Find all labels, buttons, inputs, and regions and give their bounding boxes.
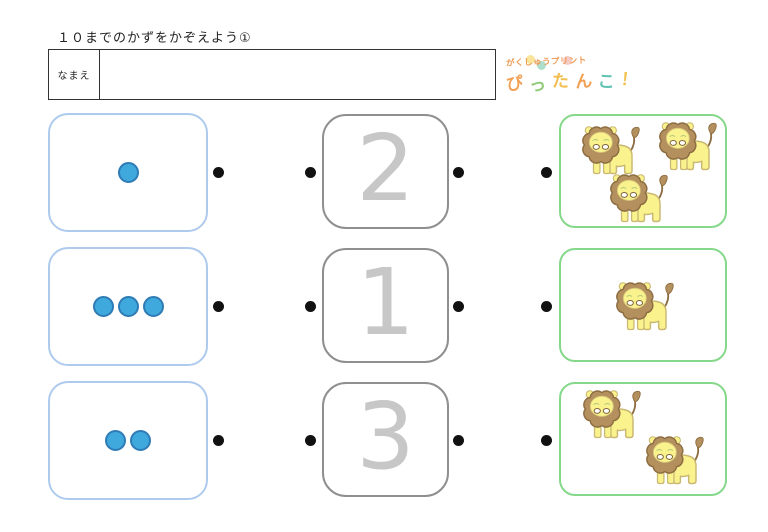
lion-icon: [578, 387, 644, 444]
number-card[interactable]: 2: [322, 114, 449, 229]
logo-char: ！: [619, 69, 639, 92]
number-label: 3: [356, 382, 415, 490]
lion-icon: [605, 171, 671, 228]
lion-icon: [654, 119, 720, 176]
animals-card[interactable]: [559, 114, 727, 228]
animals-card[interactable]: [559, 248, 727, 362]
logo-char: っ: [528, 75, 547, 96]
dot-group: [50, 249, 206, 364]
counting-dot: [117, 162, 139, 183]
logo-blob-yellow: [526, 55, 535, 64]
name-input-area[interactable]: [100, 50, 495, 99]
connector-dot[interactable]: [541, 301, 552, 312]
logo-char: ん: [574, 71, 593, 93]
logo-char: ぴ: [505, 73, 525, 96]
connector-dot[interactable]: [305, 435, 316, 446]
connector-dot[interactable]: [541, 435, 552, 446]
animals-card[interactable]: [559, 382, 727, 496]
dots-card[interactable]: [48, 247, 208, 366]
matching-row: 2: [0, 113, 768, 232]
dots-card[interactable]: [48, 381, 208, 500]
counting-dot: [130, 430, 151, 451]
counting-dot: [105, 430, 126, 451]
matching-row: 3: [0, 381, 768, 500]
number-label: 2: [356, 114, 415, 222]
dot-group: [50, 115, 206, 230]
logo-char: こ: [596, 71, 615, 93]
name-box: なまえ: [48, 49, 496, 100]
logo-line2: ぴ っ た ん こ ！: [505, 66, 638, 96]
logo-blob-teal: [537, 61, 546, 70]
connector-dot[interactable]: [213, 301, 224, 312]
connector-dot[interactable]: [453, 301, 464, 312]
dot-group: [50, 383, 206, 498]
matching-row: 1: [0, 247, 768, 366]
connector-dot[interactable]: [305, 167, 316, 178]
brand-logo: がくしゅうプリント ぴ っ た ん こ ！: [505, 55, 638, 97]
connector-dot[interactable]: [453, 167, 464, 178]
lion-icon: [611, 279, 677, 336]
lion-group: [561, 116, 725, 226]
logo-char: た: [551, 71, 570, 93]
counting-dot: [117, 296, 139, 317]
name-label: なまえ: [49, 50, 100, 99]
number-card[interactable]: 1: [322, 248, 449, 363]
connector-dot[interactable]: [213, 435, 224, 446]
counting-dot: [142, 296, 164, 317]
counting-dot: [92, 296, 114, 317]
number-card[interactable]: 3: [322, 382, 449, 497]
worksheet-title: １０までのかずをかぞえよう①: [57, 31, 252, 46]
lion-icon: [641, 433, 707, 490]
connector-dot[interactable]: [541, 167, 552, 178]
lion-group: [561, 250, 725, 360]
connector-dot[interactable]: [305, 301, 316, 312]
connector-dot[interactable]: [453, 435, 464, 446]
logo-blob-pink: [563, 56, 572, 65]
number-label: 1: [356, 248, 415, 356]
dots-card[interactable]: [48, 113, 208, 232]
connector-dot[interactable]: [213, 167, 224, 178]
lion-group: [561, 384, 725, 494]
